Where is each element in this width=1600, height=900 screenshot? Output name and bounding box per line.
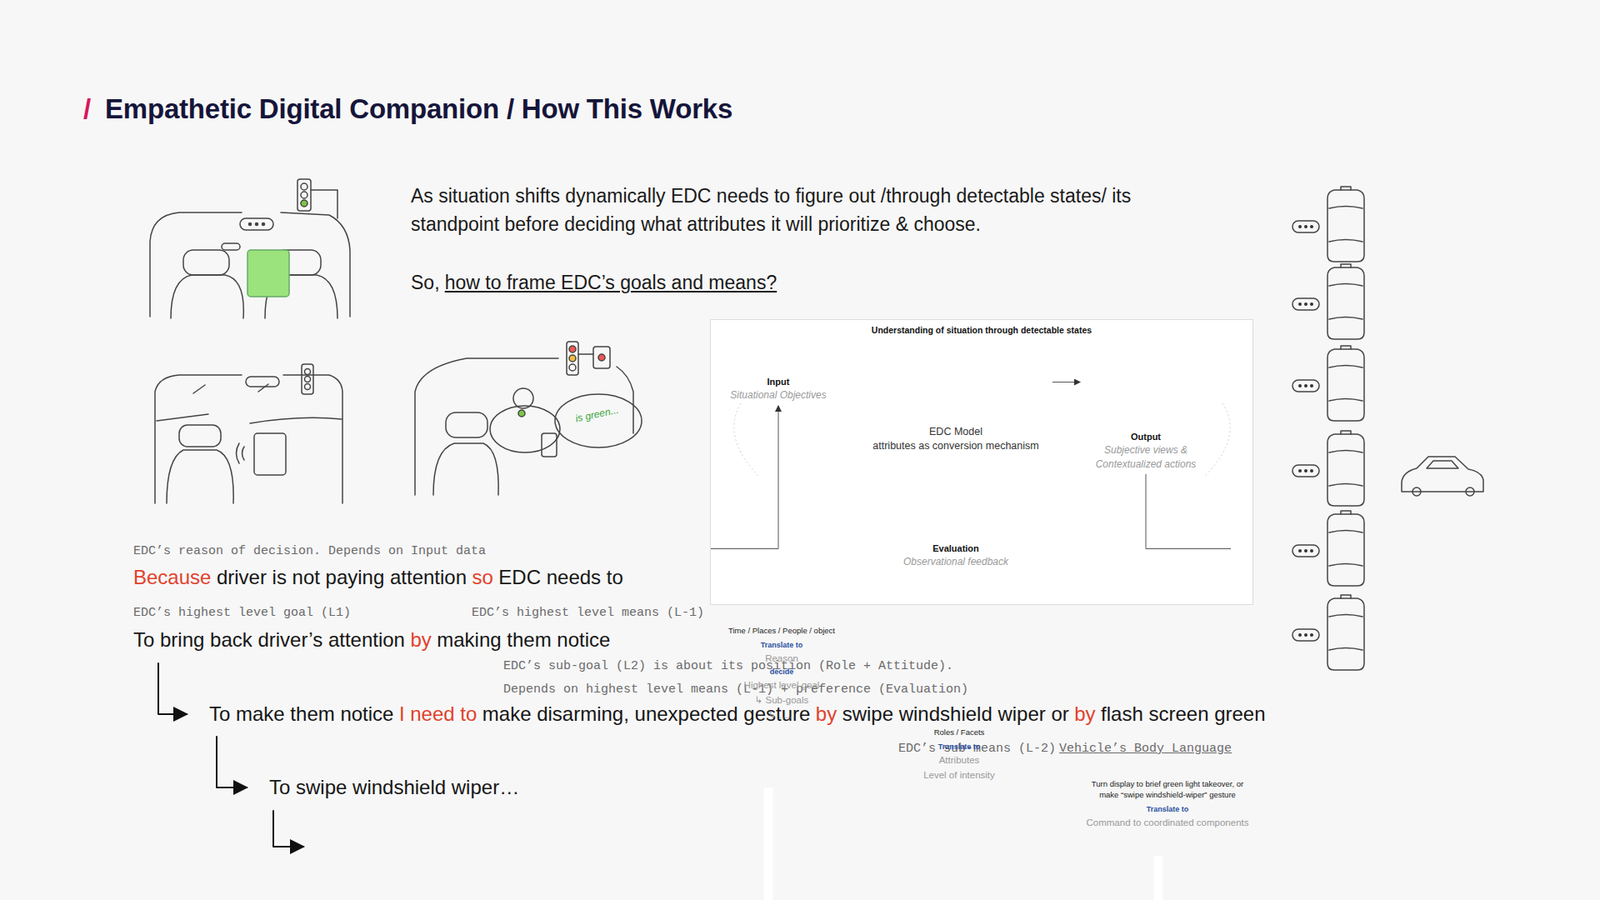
node-text: ↳ ...... [715, 707, 848, 723]
label-text: I need to [399, 701, 477, 727]
text-line: EDC’s highest level goal (L1) [133, 605, 351, 622]
text-line: To swipe windshield wiper… [269, 775, 520, 800]
edge-label: Decide [763, 787, 773, 900]
text-node: Turn display to brief green light takeov… [1085, 778, 1250, 830]
node-text: Subjective views & Contextualized action… [1083, 443, 1209, 472]
car-dashboard-sketch [155, 364, 343, 504]
label-text: so [472, 565, 494, 590]
node-text: Situational Objectives [507, 388, 1050, 403]
node-text: Roles / Facets [688, 726, 1230, 738]
label-text: / [83, 93, 91, 125]
text-node: EvaluationObservational feedback [685, 542, 1227, 570]
node-text: Attributes [688, 752, 1230, 768]
node-text: Reason [715, 650, 848, 666]
text-line: Depends on highest level means (L-1) + p… [503, 681, 969, 699]
label-text: To make them notice [209, 701, 394, 727]
text-line: So,how to frame EDC’s goals and means? [410, 268, 777, 297]
node-text: Turn display to brief green light takeov… [1085, 778, 1250, 800]
slide-title: Empathetic Digital Companion / How This … [105, 93, 733, 125]
text-line: To make them noticeI need tomake disarmi… [209, 701, 1266, 727]
label-text: Depends on highest level means (L-1) + p… [503, 681, 969, 699]
feedback-arc [1204, 403, 1230, 477]
label-text: To swipe windshield wiper… [269, 775, 520, 800]
text-line: To bring back driver’s attentionbymaking… [133, 627, 610, 653]
label-text: So, [410, 268, 440, 297]
node-text: Command to coordinated components [1085, 815, 1250, 830]
text-line: EDC’s reason of decision. Depends on Inp… [133, 543, 486, 560]
node-text: Output [1083, 430, 1209, 444]
car-interior-sketch [150, 179, 350, 319]
car-icons [1292, 186, 1484, 670]
node-text: Translate to [715, 639, 848, 651]
node-text: decide [715, 665, 848, 678]
node-text: Time / Places / People / object [715, 625, 848, 636]
node-text: ↳ Sub-goals [715, 692, 848, 708]
text-node: Roles / FacetsTranslate toAttributesLeve… [688, 726, 1230, 783]
label-text: As situation shifts dynamically EDC need… [410, 185, 1131, 235]
label-text: Vehicle’s Body Language [1059, 740, 1232, 758]
node-text: Translate to [1085, 803, 1250, 815]
label-text: EDC needs to [498, 565, 623, 590]
connector [710, 405, 779, 550]
node-text: Understanding of situation through detec… [710, 325, 1253, 335]
connector [1145, 474, 1231, 550]
node-text: Evaluation [685, 542, 1227, 555]
label-text: EDC’s sub-goal (L2) is about its positio… [503, 658, 954, 675]
text-node: OutputSubjective views & Contextualized … [1083, 430, 1209, 472]
label-text: how to frame EDC’s goals and means? [445, 268, 777, 297]
node-text: Input [507, 375, 1050, 389]
label-text: driver is not paying attention [216, 565, 467, 590]
label-text: flash screen green [1100, 701, 1265, 727]
text-line: As situation shifts dynamically EDC need… [410, 181, 1215, 239]
node-text: Highest level goal [715, 677, 848, 693]
label-text: To bring back driver’s attention [133, 627, 405, 653]
text-node: Time / Places / People / objectTranslate… [715, 625, 848, 723]
connector [1052, 381, 1080, 383]
label-text: EDC’s highest level means (L-1) [471, 605, 705, 622]
node-text: Translate to [688, 740, 1230, 753]
label-text: EDC’s reason of decision. Depends on Inp… [133, 543, 486, 560]
label-text: make disarming, unexpected gesture [482, 701, 811, 727]
driver-sketch [415, 341, 642, 495]
label-text: making them notice [436, 627, 610, 653]
label-text: swipe windshield wiper or [842, 701, 1070, 727]
text-line: EDC’s highest level means (L-1) [471, 605, 705, 622]
text-node: InputSituational Objectives [507, 375, 1050, 403]
text-line: Becausedriver is not paying attentionsoE… [133, 565, 624, 590]
hierarchy-arrows [158, 663, 304, 847]
node-text: Observational feedback [685, 555, 1227, 570]
label-text: is green... [574, 404, 620, 425]
label-text: by [1074, 701, 1095, 727]
feedback-arc [734, 403, 760, 477]
label-text: by [410, 627, 431, 653]
text-line: / [83, 93, 91, 125]
label-text: Because [133, 565, 211, 590]
label-text: by [815, 701, 837, 727]
diagram-panel: Understanding of situation through detec… [710, 319, 1254, 605]
label-text: EDC’s highest level goal (L1) [133, 605, 351, 622]
text-line: EDC’s sub-goal (L2) is about its positio… [503, 658, 954, 675]
edge-label: Decide [1153, 855, 1163, 900]
text-line: is green... [574, 404, 620, 425]
